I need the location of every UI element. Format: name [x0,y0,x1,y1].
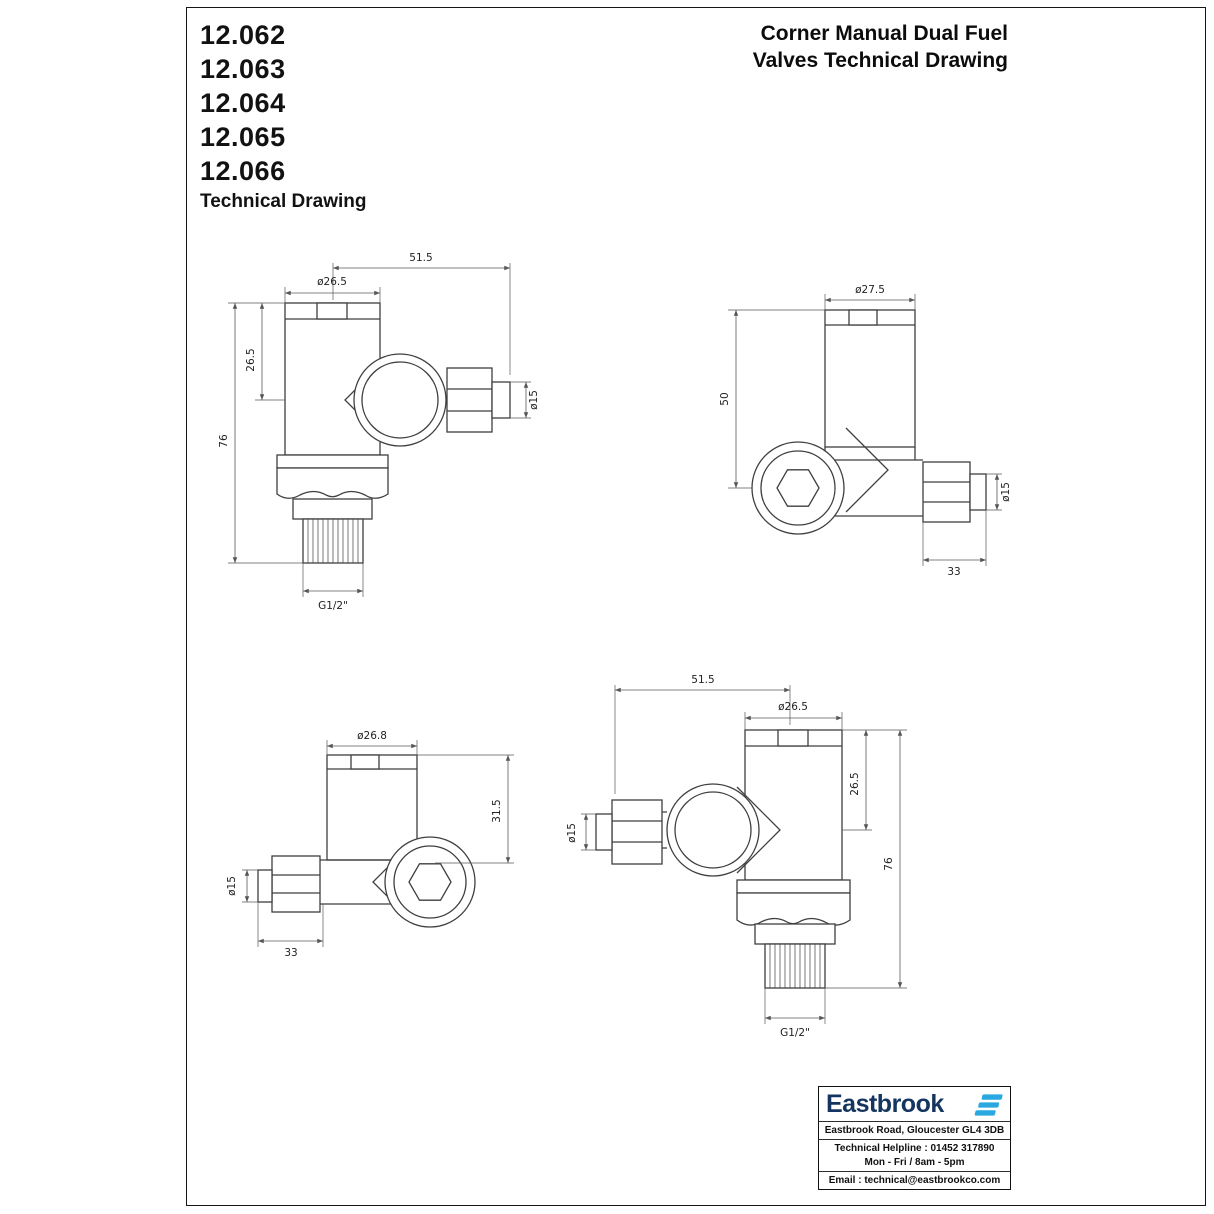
product-code: 12.065 [200,122,286,152]
hand-wheel-rim [276,454,389,469]
brand-box: Eastbrook Eastbrook Road, Gloucester GL4… [818,1086,1011,1190]
dim-head-dia: ø26.8 [357,730,387,742]
dim-head-dia: ø27.5 [855,284,885,296]
head-tab [316,302,348,320]
dim-head-height: 26.5 [245,348,257,371]
corner-miter [845,427,889,513]
page-title-line2: Valves Technical Drawing [752,49,1008,72]
dim-head-dia: ø26.5 [778,701,808,713]
page-border [186,7,1206,1206]
dim-length: 33 [947,566,960,578]
body-pipe [806,447,923,517]
collar [292,498,373,520]
union-nut-face [384,836,476,928]
product-code: 12.064 [200,88,286,118]
dim-head-height: 31.5 [491,799,503,822]
product-code: 12.063 [200,54,286,84]
valve-body [751,309,987,535]
brand-hours: Mon - Fri / 8am - 5pm [864,1157,965,1168]
dim-pipe-dia: ø15 [226,876,238,896]
pipe-end [969,473,987,511]
hand-wheel-rim [736,879,851,894]
brand-helpline: Technical Helpline : 01452 317890 [819,1139,1010,1157]
dimensions: 51.5 ø26.5 26.5 76 ø15 G1/2" [566,674,907,1039]
dim-overall-width: 51.5 [409,252,432,264]
union-nut-face [353,353,447,447]
pipe-end [491,381,511,419]
dim-pipe-dia: ø15 [528,390,540,410]
valve-body [595,729,851,989]
pipe-end [257,869,273,903]
head-tab [350,754,380,770]
hand-wheel [736,892,851,926]
valve-body [276,302,511,564]
valve-drawing-bottom-left: ø26.8 31.5 ø15 33 [220,730,525,977]
pipe-end [595,813,613,851]
brand-address: Eastbrook Road, Gloucester GL4 3DB [819,1121,1010,1139]
page-title-line1: Corner Manual Dual Fuel [760,22,1008,45]
dim-thread: G1/2" [780,1027,810,1039]
valve-head [326,754,418,861]
head-tab [777,729,809,747]
dimensions: ø26.8 31.5 ø15 33 [226,730,514,959]
dim-pipe-dia: ø15 [566,823,578,843]
hand-wheel [276,467,389,499]
hex-socket [408,863,452,901]
brand-email: Email : technical@eastbrookco.com [819,1171,1010,1189]
product-code: 12.062 [200,20,286,50]
product-codes-block: 12.062 12.063 12.064 12.065 12.066 Techn… [200,18,366,215]
valve-head [824,309,916,448]
head-tab [848,309,878,326]
valve-drawing-top-right: ø27.5 50 ø15 33 [718,284,1018,585]
collar [754,923,836,945]
valve-body [257,754,476,928]
valve-drawing-bottom-right: 51.5 ø26.5 26.5 76 ø15 G1/2" [563,672,930,1062]
dimensions: ø27.5 50 ø15 33 [719,284,1012,578]
dim-pipe-dia: ø15 [1000,482,1012,502]
dim-head-dia: ø26.5 [317,276,347,288]
corner-miter [736,786,781,874]
union-nut-face [751,441,845,535]
compression-nut [611,799,663,865]
dim-overall-height: 76 [218,434,230,448]
dim-length: 33 [284,947,297,959]
brand-name: Eastbrook [826,1090,944,1118]
hex-socket [776,469,820,507]
brand-row: Eastbrook [819,1087,1010,1121]
dim-overall-width: 51.5 [691,674,714,686]
valve-head [744,729,843,881]
dimensions: 51.5 ø26.5 26.5 76 ø15 G1/2" [218,252,540,612]
eastbrook-logo-icon [974,1093,1003,1116]
dim-thread: G1/2" [318,600,348,612]
valve-drawing-top-left: 51.5 ø26.5 26.5 76 ø15 G1/2" [215,245,545,625]
page-title: Corner Manual Dual Fuel Valves Technical… [753,20,1008,74]
dim-head-height: 50 [719,392,731,405]
compression-nut [446,367,493,433]
union-nut-face [666,783,760,877]
compression-nut [922,461,971,523]
codes-caption: Technical Drawing [200,191,367,212]
dim-head-height: 26.5 [849,772,861,795]
product-code: 12.066 [200,156,286,186]
dim-overall-height: 76 [883,857,895,871]
compression-nut [271,855,321,913]
